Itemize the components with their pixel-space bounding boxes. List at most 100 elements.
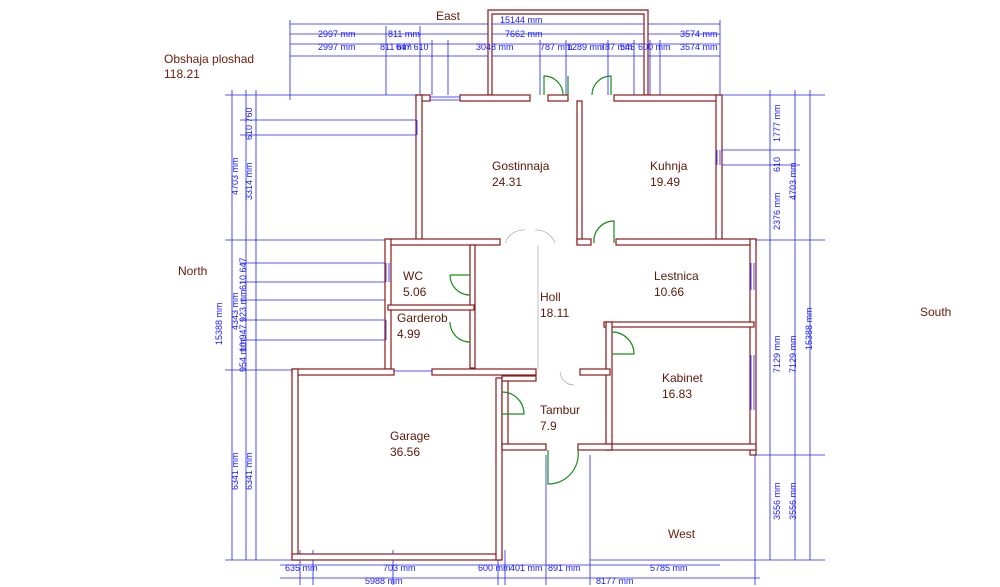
dimension-label: 3574 mm (680, 42, 718, 52)
dimension-label: 8177 mm (596, 576, 634, 586)
room-area: 24.31 (492, 175, 522, 189)
room-name: Lestnica (654, 269, 699, 283)
total-area-value: 118.21 (164, 67, 200, 81)
walls (291, 9, 757, 561)
wall-segment (387, 238, 501, 246)
wall-segment (384, 238, 392, 370)
dimension-label: 15388 mm (804, 307, 814, 350)
door-swing (547, 449, 579, 485)
door-swing (501, 391, 525, 415)
dimension-label: 703 mm (383, 563, 416, 573)
wall-segment (495, 377, 503, 561)
dimension-label: 891 mm (548, 563, 581, 573)
wall-segment (387, 304, 475, 311)
windows (385, 96, 755, 410)
room-area: 18.11 (540, 306, 569, 320)
wall-segment (501, 443, 547, 451)
wall-segment (605, 443, 757, 451)
opening-lines (504, 229, 575, 386)
dimension-lines (225, 16, 825, 585)
wall-segment (615, 238, 757, 246)
dimension-label: 401 mm (510, 563, 543, 573)
doors (449, 75, 635, 485)
wall-segment (715, 94, 723, 244)
dimension-label: 3574 mm (680, 29, 718, 39)
dimension-label: 1777 mm (772, 104, 782, 142)
dimension-label: 811 mm (380, 42, 412, 52)
room-area: 7.9 (540, 419, 557, 433)
dimension-label: 635 mm (285, 563, 318, 573)
wall-segment (459, 94, 531, 102)
dimension-label: 600 mm (478, 563, 511, 573)
wall-segment (501, 375, 537, 382)
dimension-label: 15144 mm (500, 15, 543, 25)
door-swing (591, 75, 612, 96)
wall-segment (577, 443, 613, 451)
room-area: 5.06 (403, 285, 427, 299)
dimension-label: 545 (620, 42, 635, 52)
wall-segment (547, 94, 569, 102)
wall-segment (501, 377, 509, 449)
dimension-label: 811 mm (388, 29, 420, 39)
wall-segment (415, 94, 423, 244)
room-name: Kuhnja (650, 159, 688, 173)
dimension-label: 15388 mm (214, 302, 224, 345)
direction-west: West (668, 527, 696, 541)
dimension-label: 7129 mm (772, 335, 782, 373)
room-area: 36.56 (390, 445, 420, 459)
dimension-label: 6341 mm (244, 452, 254, 490)
dimension-label: 1289 mm (567, 42, 605, 52)
dimension-label: 7662 mm (505, 29, 543, 39)
dimension-label: 600 mm (638, 42, 671, 52)
wall-segment (576, 100, 583, 244)
dimension-label: 4703 mm (230, 157, 240, 195)
door-swing (449, 274, 471, 296)
door-swing (593, 220, 615, 244)
direction-north: North (178, 264, 207, 278)
dimension-label: 787 mm (540, 42, 573, 52)
room-area: 4.99 (397, 327, 421, 341)
dimension-label: 923 mm (238, 289, 248, 322)
room-name: Garage (390, 429, 430, 443)
dimension-label: 2997 mm (318, 29, 356, 39)
dimension-label: 10 947 (238, 324, 248, 352)
wall-segment (291, 368, 395, 376)
wall-segment (576, 238, 592, 246)
dimension-label: 6341 mm (230, 452, 240, 490)
direction-south: South (920, 305, 951, 319)
dimension-label: 7129 mm (788, 335, 798, 373)
room-name: Garderob (397, 311, 448, 325)
wall-segment (291, 553, 503, 561)
door-swing (611, 331, 635, 355)
dimension-label: 610 (772, 157, 782, 172)
wall-segment (613, 94, 721, 102)
dimension-label: 4343 mm (230, 292, 240, 330)
dimension-label: 3048 mm (476, 42, 514, 52)
dimension-label: 647 610 (396, 42, 429, 52)
room-name: WC (403, 269, 423, 283)
door-swing (543, 75, 564, 96)
dimension-label: 5988 mm (365, 576, 403, 586)
wall-segment (431, 368, 537, 376)
total-area-label: Obshaja ploshad (164, 52, 254, 66)
room-area: 16.83 (662, 387, 692, 401)
wall-segment (579, 368, 611, 376)
dimension-label: 2376 mm (772, 192, 782, 230)
dimension-label: 3556 mm (772, 482, 782, 520)
room-area: 19.49 (650, 175, 680, 189)
dimension-label: 5785 mm (650, 563, 688, 573)
wall-segment (603, 321, 755, 328)
wall-segment (749, 238, 757, 456)
room-area: 10.66 (654, 285, 684, 299)
dimension-label: 954 mm (238, 339, 248, 372)
dimension-label: 4703 mm (788, 162, 798, 200)
direction-east: East (436, 9, 461, 23)
dimension-label: 610 647 (238, 257, 248, 290)
wall-segment (291, 368, 299, 561)
room-name: Kabinet (662, 371, 703, 385)
room-name: Gostinnaja (492, 159, 550, 173)
wall-segment (605, 321, 613, 451)
room-name: Holl (540, 290, 561, 304)
